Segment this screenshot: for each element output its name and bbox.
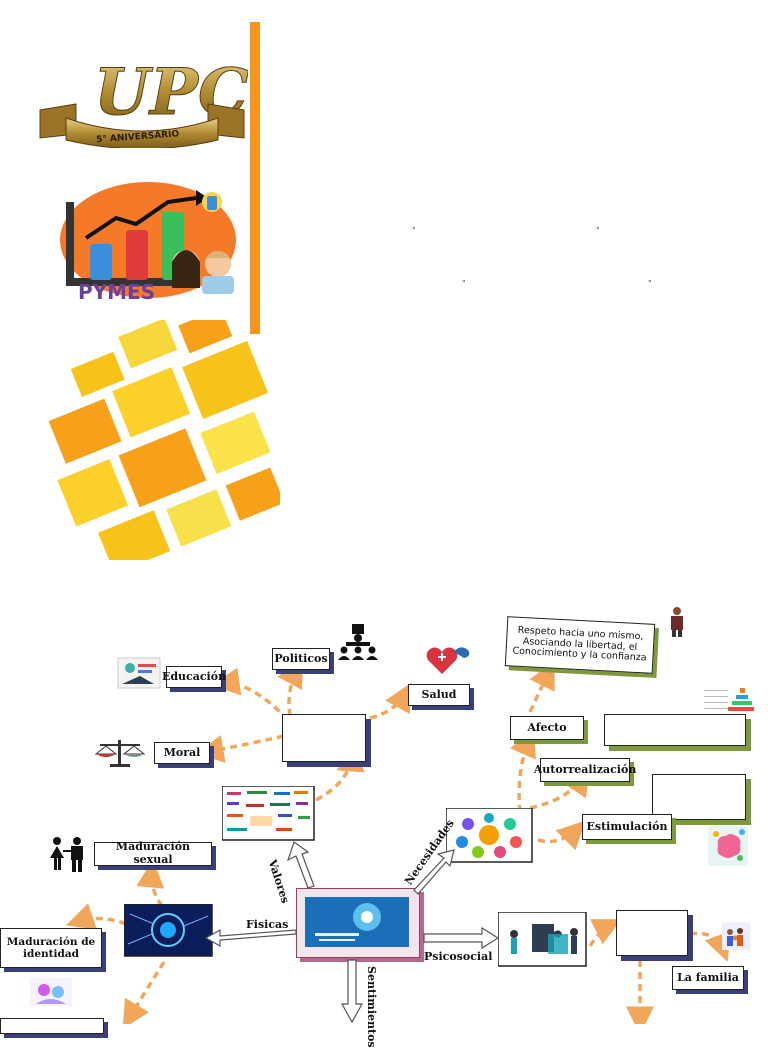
brain-tech-image (124, 904, 213, 957)
empty-node-bottom-left (0, 1018, 104, 1034)
label-moral: Moral (154, 742, 210, 764)
pymes-text: PYMES (78, 280, 155, 304)
scales-of-justice-icon (94, 740, 146, 767)
puzzle-image (498, 912, 587, 967)
label-afecto: Afecto (510, 716, 584, 740)
label-maduracion-sexual: Maduración sexual (94, 841, 212, 866)
label-salud: Salud (408, 684, 470, 706)
empty-node-psicosocial (616, 910, 688, 956)
health-heart-icon (426, 647, 470, 674)
dot-mark: " (596, 226, 600, 235)
label-sentimientos: Sentimientos (365, 966, 378, 1048)
couple-icon (50, 837, 83, 872)
label-fisicas: Fisicas (246, 918, 289, 931)
dot-mark: " (648, 279, 652, 288)
label-educacion: Educación (162, 666, 226, 688)
tile-mosaic-decoration (48, 320, 280, 560)
upc-logo: UPC 5° ANIVERSARIO (39, 55, 248, 148)
brain-ideas-icon (708, 826, 748, 866)
label-la-familia: La familia (672, 966, 744, 990)
central-node (296, 888, 420, 958)
label-maduracion-identidad: Maduración de identidad (0, 928, 102, 968)
hierarchy-pyramid-icon (704, 688, 754, 711)
education-thumbnail (117, 657, 161, 689)
label-estimulacion: Estimulación (582, 814, 672, 840)
person-standing-icon (671, 607, 683, 637)
identity-thumbnail (30, 978, 72, 1006)
quote-box: Respeto hacia uno mismo, Asociando la li… (504, 616, 656, 674)
central-outline-arrows (204, 841, 500, 1024)
orange-divider-bar (250, 22, 260, 334)
empty-node-autorrealizacion (652, 774, 746, 820)
label-politicos: Politicos (272, 648, 330, 670)
pymes-illustration: PYMES (60, 182, 236, 304)
empty-node-afecto (604, 714, 746, 746)
label-psicosocial: Psicosocial (424, 950, 493, 963)
empty-node-center-top (282, 714, 366, 762)
central-node-image (305, 897, 409, 947)
label-autorrealizacion: Autorrealización (534, 758, 636, 782)
dot-mark: " (462, 279, 466, 288)
dot-mark: " (412, 226, 416, 235)
family-icon (722, 922, 750, 950)
politicians-icon (338, 624, 378, 660)
values-collage-image (222, 786, 315, 841)
needs-collage-image (446, 808, 533, 863)
